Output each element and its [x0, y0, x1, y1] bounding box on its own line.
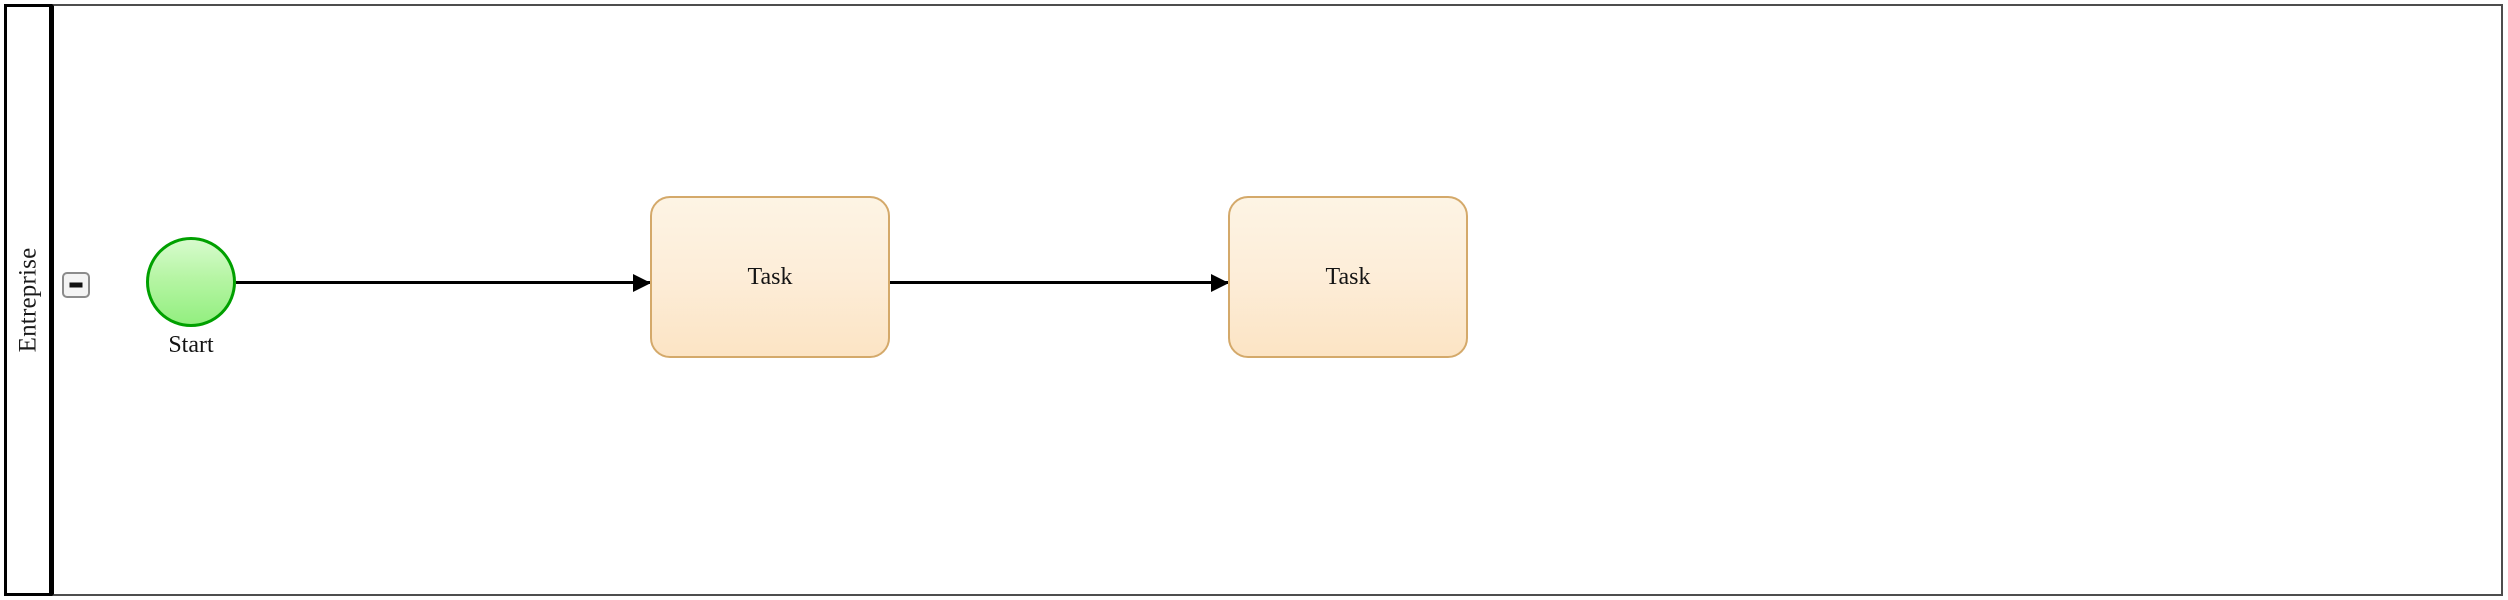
task-label: Task	[747, 263, 793, 290]
sequence-flow-start-to-task1[interactable]	[236, 273, 651, 292]
start-event-node[interactable]	[146, 237, 236, 327]
task-label: Task	[1325, 263, 1371, 290]
arrowhead-icon	[633, 273, 651, 292]
start-event-label: Start	[168, 332, 214, 358]
pool-header-band[interactable]: Entreprise	[4, 4, 52, 596]
pool-name-label: Entreprise	[14, 247, 42, 353]
task-node-1[interactable]: Task	[650, 196, 890, 358]
sequence-flow-task1-to-task2[interactable]	[890, 273, 1229, 292]
collapse-toggle-button[interactable]	[62, 272, 90, 298]
start-event-circle	[146, 237, 236, 327]
minus-icon	[69, 282, 83, 288]
task-node-2[interactable]: Task	[1228, 196, 1468, 358]
arrowhead-icon	[1211, 273, 1229, 292]
